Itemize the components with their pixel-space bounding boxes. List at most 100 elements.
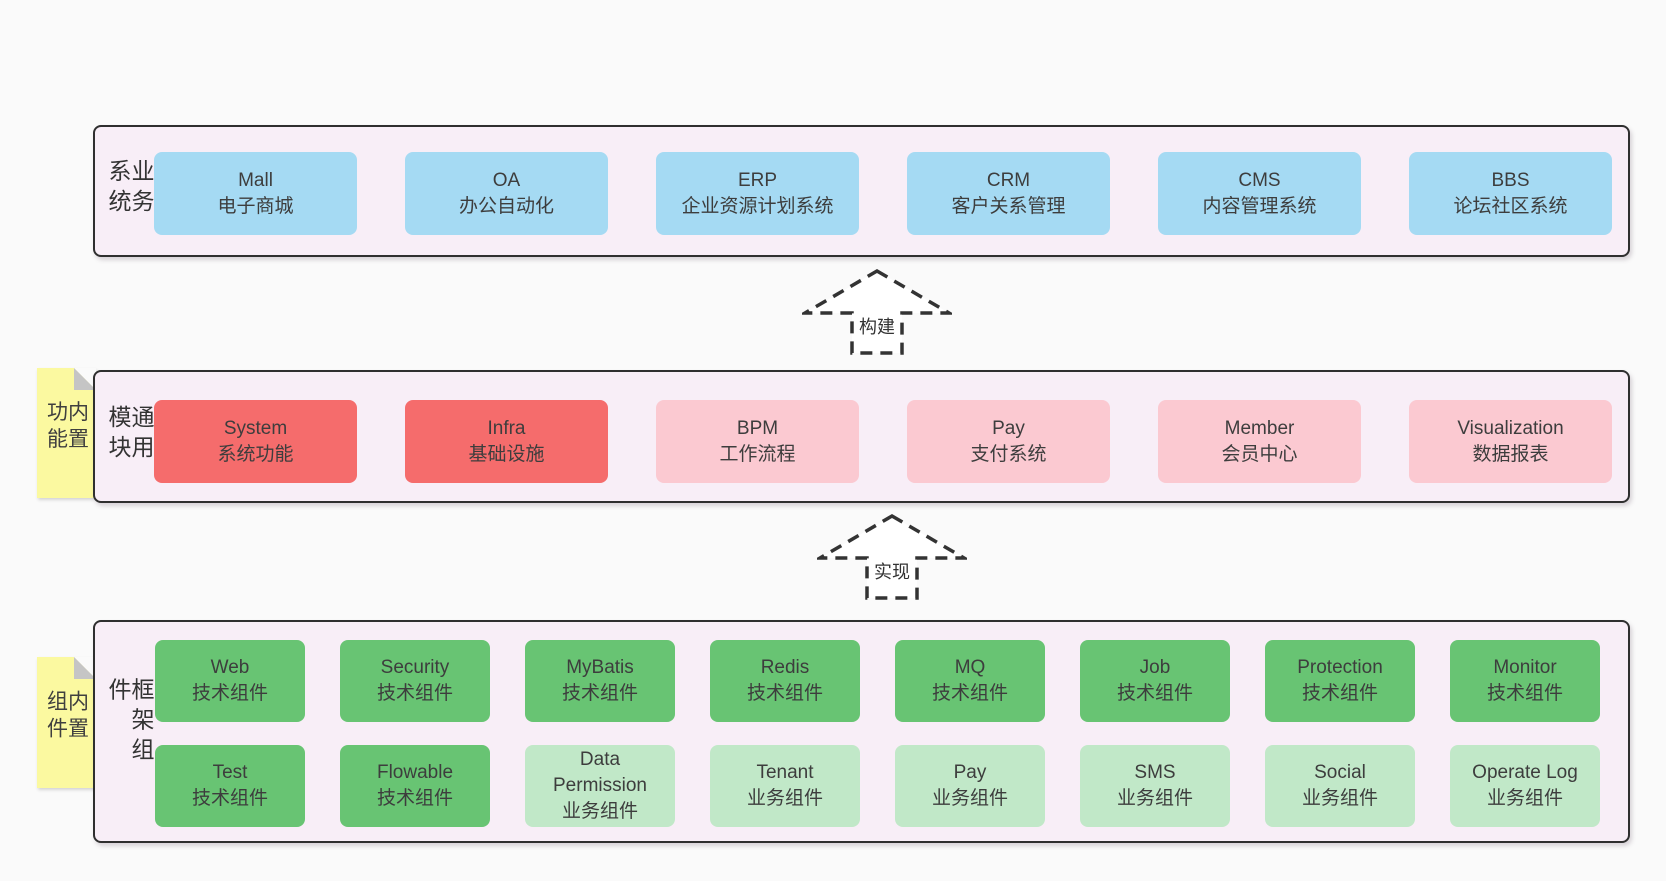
box-crm: CRM 客户关系管理 bbox=[907, 152, 1110, 235]
panel-common-modules: 通用模块 System 系统功能 Infra 基础设施 BPM 工作流程 Pay… bbox=[93, 370, 1630, 503]
box-member: Member 会员中心 bbox=[1158, 400, 1361, 483]
box-security: Security 技术组件 bbox=[340, 640, 490, 722]
box-tenant-name: Tenant bbox=[756, 762, 814, 783]
box-security-name: Security bbox=[380, 657, 450, 678]
box-mq: MQ 技术组件 bbox=[895, 640, 1045, 722]
box-sms-desc: 业务组件 bbox=[1116, 788, 1193, 809]
box-mq-name: MQ bbox=[954, 657, 986, 678]
box-cms: CMS 内容管理系统 bbox=[1158, 152, 1361, 235]
box-visualization-name: Visualization bbox=[1457, 417, 1564, 439]
box-monitor-name: Monitor bbox=[1493, 657, 1557, 678]
up-block-arrow-icon bbox=[817, 513, 967, 600]
box-visualization: Visualization 数据报表 bbox=[1409, 400, 1612, 483]
box-mall: Mall 电子商城 bbox=[154, 152, 357, 235]
box-system-desc: 系统功能 bbox=[217, 443, 294, 465]
box-erp-desc: 企业资源计划系统 bbox=[681, 195, 834, 217]
box-oa-name: OA bbox=[492, 169, 521, 191]
box-member-desc: 会员中心 bbox=[1221, 443, 1298, 465]
arrow-build: 构建 bbox=[802, 268, 952, 356]
box-flowable: Flowable 技术组件 bbox=[340, 745, 490, 827]
box-bbs-name: BBS bbox=[1491, 169, 1530, 191]
box-operate-log-name: Operate Log bbox=[1472, 762, 1578, 783]
box-web-name: Web bbox=[210, 657, 250, 678]
box-redis-desc: 技术组件 bbox=[746, 683, 823, 704]
sticky-note-builtin-components-label: 内置组件 bbox=[44, 689, 89, 744]
box-security-desc: 技术组件 bbox=[376, 683, 453, 704]
box-job-desc: 技术组件 bbox=[1116, 683, 1193, 704]
box-monitor: Monitor 技术组件 bbox=[1450, 640, 1600, 722]
box-test-name: Test bbox=[212, 762, 248, 783]
box-bbs: BBS 论坛社区系统 bbox=[1409, 152, 1612, 235]
panel-business-systems-label: 业务系统 bbox=[105, 159, 154, 219]
box-sms: SMS 业务组件 bbox=[1080, 745, 1230, 827]
box-infra-name: Infra bbox=[487, 417, 526, 439]
arrow-implement: 实现 bbox=[817, 513, 967, 601]
box-protection-desc: 技术组件 bbox=[1301, 683, 1378, 704]
box-job-name: Job bbox=[1139, 657, 1171, 678]
box-operate-log: Operate Log 业务组件 bbox=[1450, 745, 1600, 827]
panel-common-modules-label: 通用模块 bbox=[105, 404, 154, 465]
box-bpm-name: BPM bbox=[736, 417, 779, 439]
box-job: Job 技术组件 bbox=[1080, 640, 1230, 722]
box-mybatis-name: MyBatis bbox=[566, 657, 634, 678]
box-mybatis-desc: 技术组件 bbox=[561, 683, 638, 704]
box-tenant-desc: 业务组件 bbox=[746, 788, 823, 809]
box-data-permission: Data Permission 业务组件 bbox=[525, 745, 675, 827]
sticky-note-builtin-features-label: 内置功能 bbox=[44, 400, 89, 455]
box-sms-name: SMS bbox=[1134, 762, 1176, 783]
box-social-desc: 业务组件 bbox=[1301, 788, 1378, 809]
box-protection-name: Protection bbox=[1297, 657, 1383, 678]
box-web-desc: 技术组件 bbox=[191, 683, 268, 704]
box-crm-desc: 客户关系管理 bbox=[951, 195, 1066, 217]
box-pay-module: Pay 支付系统 bbox=[907, 400, 1110, 483]
sticky-note-builtin-features: 内置功能 bbox=[37, 368, 96, 498]
box-pay-component-desc: 业务组件 bbox=[931, 788, 1008, 809]
box-pay-component: Pay 业务组件 bbox=[895, 745, 1045, 827]
box-monitor-desc: 技术组件 bbox=[1486, 683, 1563, 704]
box-cms-desc: 内容管理系统 bbox=[1202, 195, 1317, 217]
arrow-implement-label: 实现 bbox=[874, 562, 910, 582]
box-social-name: Social bbox=[1314, 762, 1366, 783]
box-oa-desc: 办公自动化 bbox=[458, 195, 554, 217]
box-visualization-desc: 数据报表 bbox=[1472, 443, 1549, 465]
box-pay-module-name: Pay bbox=[992, 417, 1025, 439]
box-infra: Infra 基础设施 bbox=[405, 400, 608, 483]
box-member-name: Member bbox=[1224, 417, 1295, 439]
box-cms-name: CMS bbox=[1238, 169, 1281, 191]
box-mall-desc: 电子商城 bbox=[217, 195, 294, 217]
box-mq-desc: 技术组件 bbox=[931, 683, 1008, 704]
box-bbs-desc: 论坛社区系统 bbox=[1453, 195, 1568, 217]
box-web: Web 技术组件 bbox=[155, 640, 305, 722]
box-bpm-desc: 工作流程 bbox=[719, 443, 796, 465]
box-system-name: System bbox=[223, 417, 288, 439]
box-test: Test 技术组件 bbox=[155, 745, 305, 827]
panel-framework-components-label: 框架组件 bbox=[105, 676, 154, 767]
panel-business-systems: 业务系统 Mall 电子商城 OA 办公自动化 ERP 企业资源计划系统 CRM… bbox=[93, 125, 1630, 257]
box-flowable-desc: 技术组件 bbox=[376, 788, 453, 809]
box-protection: Protection 技术组件 bbox=[1265, 640, 1415, 722]
panel-framework-components: 框架组件 Web 技术组件 Security 技术组件 MyBatis 技术组件… bbox=[93, 620, 1630, 843]
box-system: System 系统功能 bbox=[154, 400, 357, 483]
box-redis: Redis 技术组件 bbox=[710, 640, 860, 722]
box-crm-name: CRM bbox=[986, 169, 1031, 191]
box-erp: ERP 企业资源计划系统 bbox=[656, 152, 859, 235]
box-tenant: Tenant 业务组件 bbox=[710, 745, 860, 827]
box-redis-name: Redis bbox=[760, 657, 810, 678]
box-data-permission-desc: 业务组件 bbox=[561, 801, 638, 822]
box-mybatis: MyBatis 技术组件 bbox=[525, 640, 675, 722]
box-oa: OA 办公自动化 bbox=[405, 152, 608, 235]
box-erp-name: ERP bbox=[737, 169, 778, 191]
arrow-build-label: 构建 bbox=[859, 317, 895, 337]
box-flowable-name: Flowable bbox=[376, 762, 454, 783]
box-pay-module-desc: 支付系统 bbox=[970, 443, 1047, 465]
box-data-permission-name: Data Permission bbox=[553, 749, 647, 796]
box-mall-name: Mall bbox=[238, 169, 273, 191]
box-social: Social 业务组件 bbox=[1265, 745, 1415, 827]
sticky-note-builtin-components: 内置组件 bbox=[37, 657, 96, 788]
box-operate-log-desc: 业务组件 bbox=[1486, 788, 1563, 809]
box-pay-component-name: Pay bbox=[953, 762, 987, 783]
box-infra-desc: 基础设施 bbox=[468, 443, 545, 465]
box-bpm: BPM 工作流程 bbox=[656, 400, 859, 483]
box-test-desc: 技术组件 bbox=[191, 788, 268, 809]
